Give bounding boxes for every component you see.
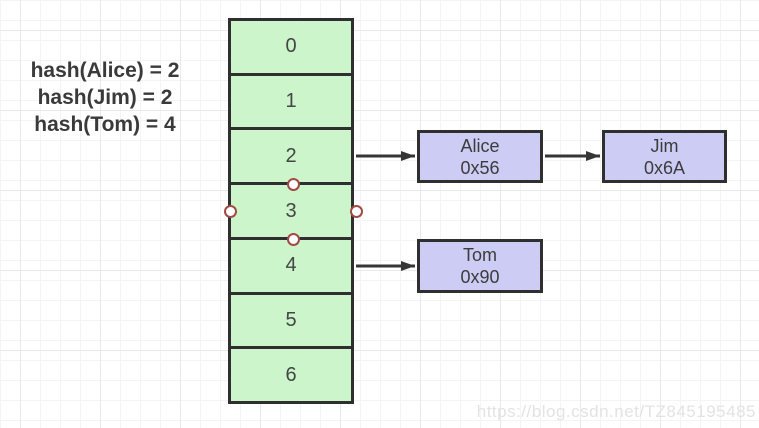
selection-handle-top[interactable] [287, 178, 300, 191]
node-alice[interactable]: Alice 0x56 [417, 130, 543, 183]
selection-handle-right[interactable] [350, 205, 363, 218]
node-tom[interactable]: Tom 0x90 [417, 239, 543, 293]
node-name: Jim [650, 135, 679, 156]
array-cell-2[interactable]: 2 [231, 127, 351, 182]
array-cell-label: 2 [285, 144, 297, 167]
array-cell-label: 6 [285, 363, 297, 386]
hash-annotation-line-alice: hash(Alice) = 2 [30, 59, 180, 82]
node-address: 0x56 [460, 157, 500, 178]
hash-annotation-line-tom: hash(Tom) = 4 [34, 113, 176, 136]
hash-annotation-line-jim: hash(Jim) = 2 [37, 86, 173, 109]
selection-handle-left[interactable] [224, 205, 237, 218]
array-cell-label: 1 [285, 90, 297, 113]
node-jim[interactable]: Jim 0x6A [602, 130, 727, 183]
array-cell-6[interactable]: 6 [231, 346, 351, 401]
node-address: 0x6A [643, 157, 686, 178]
array-cell-label: 5 [285, 308, 297, 331]
array-cell-label: 3 [285, 199, 297, 222]
node-address: 0x90 [460, 267, 500, 287]
node-name: Alice [460, 135, 500, 156]
array-cell-label: 4 [285, 254, 297, 277]
array-cell-5[interactable]: 5 [231, 291, 351, 347]
array-cell-label: 0 [285, 35, 297, 58]
array-cell-1[interactable]: 1 [231, 72, 351, 128]
watermark: https://blog.csdn.net/TZ845195485 [476, 402, 756, 421]
hash-annotation: hash(Alice) = 2 hash(Jim) = 2 hash(Tom) … [14, 57, 196, 138]
array-cell-0[interactable]: 0 [231, 21, 351, 73]
selection-handle-bottom[interactable] [287, 233, 300, 246]
node-name: Tom [462, 245, 497, 265]
hash-table-array[interactable]: 0 1 2 3 4 5 6 [228, 18, 354, 404]
